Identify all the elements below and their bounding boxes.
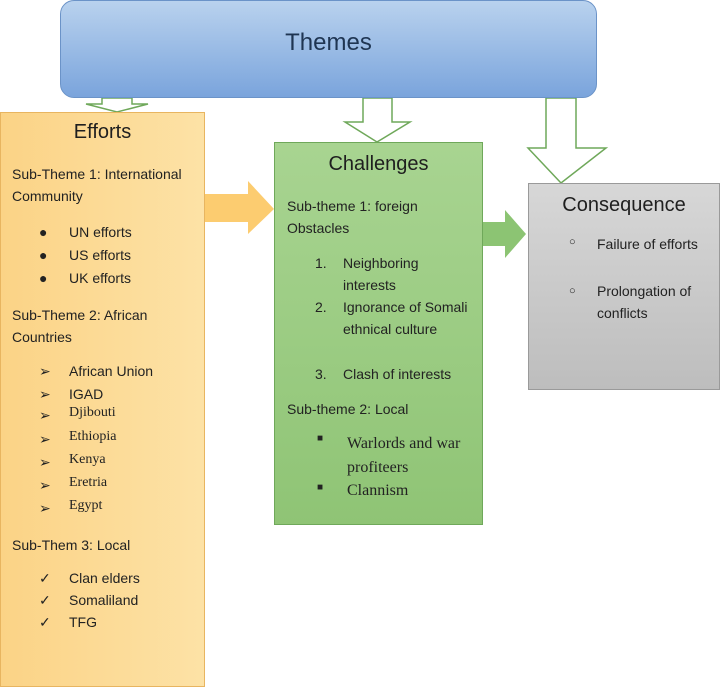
efforts-item-clan-elders: Clan elders bbox=[69, 570, 140, 586]
efforts-subtheme-1: Sub-Theme 1: International Community bbox=[12, 166, 182, 204]
efforts-item-uk: UK efforts bbox=[69, 270, 131, 286]
number-marker: 3. bbox=[315, 366, 327, 382]
challenges-item-clannism: Clannism bbox=[347, 482, 409, 499]
check-icon: ✓ bbox=[39, 614, 51, 630]
efforts-item-ethiopia: Ethiopia bbox=[69, 429, 117, 444]
challenges-item-clash: Clash of interests bbox=[343, 366, 452, 382]
efforts-item-somaliland: Somaliland bbox=[69, 592, 139, 608]
arrow-bullet-icon: ➢ bbox=[39, 363, 51, 379]
efforts-item-us: US efforts bbox=[69, 247, 131, 263]
arrow-bullet-icon: ➢ bbox=[39, 386, 51, 402]
efforts-subtheme-3: Sub-Them 3: Local bbox=[12, 537, 131, 553]
efforts-item-tfg: TFG bbox=[69, 614, 97, 630]
number-marker: 1. bbox=[315, 255, 327, 271]
challenges-item-ignorance: Ignorance of Somali ethnical culture bbox=[343, 299, 468, 337]
efforts-box: Efforts Sub-Theme 1: International Commu… bbox=[0, 112, 205, 687]
efforts-item-kenya: Kenya bbox=[69, 452, 106, 467]
number-marker: 2. bbox=[315, 299, 327, 315]
efforts-item-un: UN efforts bbox=[69, 224, 132, 240]
themes-title: Themes bbox=[285, 29, 372, 56]
efforts-item-djibouti: Djibouti bbox=[69, 405, 116, 420]
efforts-item-eretria: Eretria bbox=[69, 475, 108, 490]
challenges-box: Challenges Sub-theme 1: foreign Obstacle… bbox=[274, 142, 483, 525]
check-icon: ✓ bbox=[39, 570, 51, 586]
themes-box: Themes bbox=[60, 0, 597, 98]
efforts-item-african-union: African Union bbox=[69, 363, 154, 379]
challenges-subtheme-2: Sub-theme 2: Local bbox=[287, 401, 409, 417]
bullet-icon: ● bbox=[39, 247, 48, 263]
arrow-bullet-icon: ➢ bbox=[39, 454, 51, 470]
challenges-item-warlords: Warlords and war profiteers bbox=[347, 435, 461, 476]
square-bullet-icon: ■ bbox=[317, 482, 324, 493]
arrow-bullet-icon: ➢ bbox=[39, 431, 51, 447]
arrow-bullet-icon: ➢ bbox=[39, 407, 51, 423]
circle-bullet-icon: ○ bbox=[569, 285, 576, 297]
efforts-subtheme-2: Sub-Theme 2: African Countries bbox=[12, 307, 148, 345]
arrow-bullet-icon: ➢ bbox=[39, 477, 51, 493]
arrow-bullet-icon: ➢ bbox=[39, 500, 51, 516]
efforts-item-egypt: Egypt bbox=[69, 498, 103, 513]
efforts-title: Efforts bbox=[73, 121, 132, 143]
arrow-themes-to-consequence bbox=[526, 97, 609, 185]
consequence-box: Consequence ○ Failure of efforts ○ Prolo… bbox=[528, 183, 720, 390]
bullet-icon: ● bbox=[39, 270, 48, 286]
challenges-item-neighboring: Neighboring interests bbox=[343, 255, 419, 293]
square-bullet-icon: ■ bbox=[317, 433, 324, 444]
consequence-item-prolongation: Prolongation of conflicts bbox=[597, 283, 692, 321]
efforts-item-igad: IGAD bbox=[69, 386, 104, 402]
arrow-themes-to-challenges bbox=[342, 97, 413, 143]
challenges-title: Challenges bbox=[328, 153, 429, 175]
arrow-efforts-to-challenges bbox=[205, 181, 274, 234]
circle-bullet-icon: ○ bbox=[569, 236, 576, 248]
bullet-icon: ● bbox=[39, 224, 48, 240]
consequence-item-failure: Failure of efforts bbox=[597, 236, 698, 252]
consequence-title: Consequence bbox=[562, 194, 686, 216]
arrow-challenges-to-consequence bbox=[483, 210, 526, 258]
challenges-subtheme-1: Sub-theme 1: foreign Obstacles bbox=[287, 198, 418, 236]
check-icon: ✓ bbox=[39, 592, 51, 608]
arrow-themes-to-efforts bbox=[85, 97, 149, 113]
